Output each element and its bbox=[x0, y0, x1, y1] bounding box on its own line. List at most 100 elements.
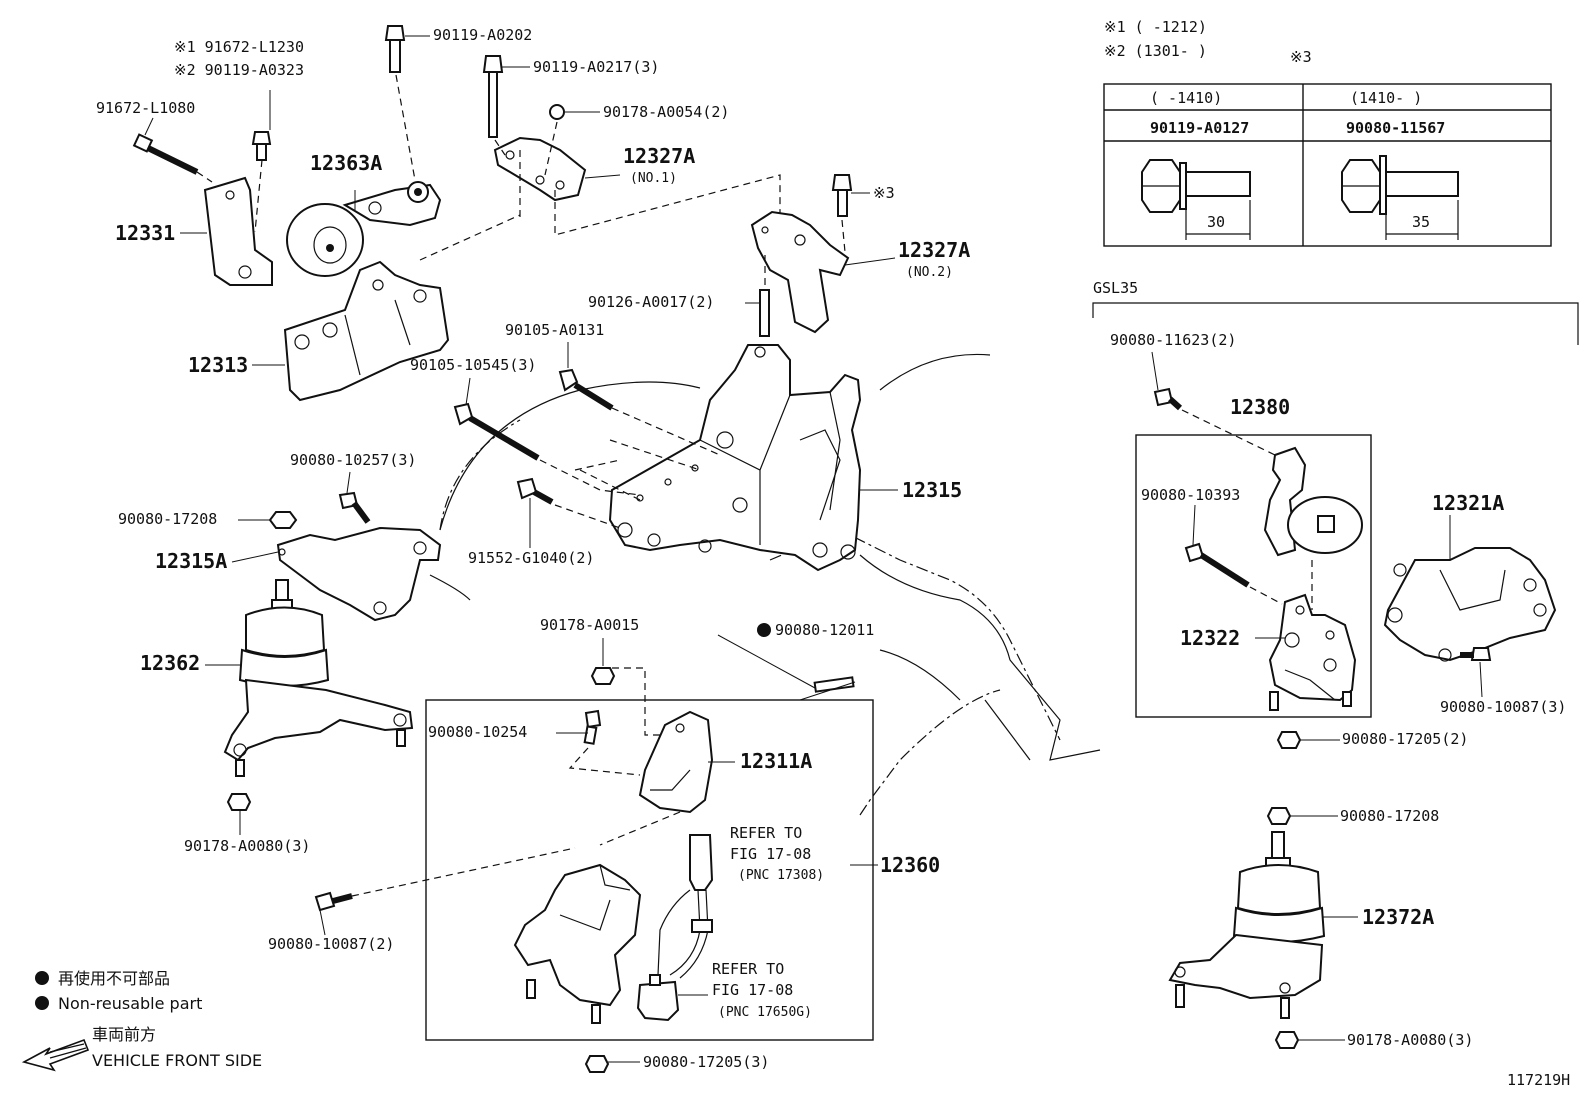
legend-dot-1 bbox=[35, 971, 49, 985]
bolt-90119-A0202 bbox=[384, 25, 416, 181]
label-refer1-c: (PNC 17308) bbox=[738, 868, 824, 883]
label-90178-A0080-right: 90178-A0080(3) bbox=[1347, 1031, 1473, 1049]
label-90080-10257: 90080-10257(3) bbox=[290, 451, 416, 469]
label-12362: 12362 bbox=[140, 651, 200, 675]
label-91672-L1080: 91672-L1080 bbox=[96, 99, 195, 117]
legend-nonreusable-jp: 再使用不可部品 bbox=[58, 969, 170, 988]
bolt-91552-G1040 bbox=[516, 459, 621, 529]
label-90080-10087-right: 90080-10087(3) bbox=[1440, 698, 1566, 716]
nut-90178-A0080-left bbox=[226, 793, 252, 811]
label-90178-A0015: 90178-A0015 bbox=[540, 616, 639, 634]
nut-90080-17208-left bbox=[268, 511, 298, 529]
bolt-90119-A0323 bbox=[251, 131, 272, 233]
legend-front-jp: 車両前方 bbox=[92, 1025, 156, 1044]
legend: 再使用不可部品 Non-reusable part 車両前方 VEHICLE F… bbox=[21, 969, 262, 1072]
table-col1-range: ( -1410) bbox=[1150, 89, 1222, 107]
label-90105-A0131: 90105-A0131 bbox=[505, 321, 604, 339]
stud-90126-A0017 bbox=[759, 255, 770, 337]
label-12372A: 12372A bbox=[1362, 905, 1434, 929]
bolt-90080-10254 bbox=[568, 709, 641, 776]
label-12315A: 12315A bbox=[155, 549, 227, 573]
label-12322: 12322 bbox=[1180, 626, 1240, 650]
gsl-bracket bbox=[1092, 302, 1579, 345]
part-12313 bbox=[283, 260, 450, 402]
part-12327A-no1 bbox=[493, 136, 587, 202]
nonreusable-dot-12011 bbox=[757, 623, 771, 637]
label-refer2-b: FIG 17-08 bbox=[712, 981, 793, 999]
note-2: ※2 (1301- ) bbox=[1104, 42, 1207, 60]
label-90080-17205-right: 90080-17205(2) bbox=[1342, 730, 1468, 748]
nut-90080-17208-right bbox=[1266, 807, 1292, 825]
nut-90080-17205-right bbox=[1276, 731, 1302, 749]
bolt-90080-10393 bbox=[1184, 542, 1313, 610]
diagram-code: 117219H bbox=[1507, 1071, 1570, 1089]
table-col1-len: 30 bbox=[1207, 213, 1225, 231]
legend-nonreusable-en: Non-reusable part bbox=[58, 994, 202, 1013]
stud-90080-12011 bbox=[717, 634, 856, 701]
label-90178-A0054: 90178-A0054(2) bbox=[603, 103, 729, 121]
bolt-90080-10087-left bbox=[314, 847, 576, 912]
part-12327A-no2 bbox=[750, 210, 850, 334]
engine-outline bbox=[429, 353, 1101, 816]
label-12311A: 12311A bbox=[740, 749, 812, 773]
label-refer2-c: (PNC 17650G) bbox=[718, 1005, 812, 1020]
label-90126-A0017: 90126-A0017(2) bbox=[588, 293, 714, 311]
part-12322 bbox=[1268, 593, 1357, 711]
bolt-90105-10545 bbox=[453, 402, 701, 501]
part-12331 bbox=[203, 176, 273, 286]
label-90119-A0202: 90119-A0202 bbox=[433, 26, 532, 44]
bolt-35-icon: 35 bbox=[1341, 155, 1459, 240]
leader-lines bbox=[144, 35, 1483, 1063]
label-12327A-no1: 12327A bbox=[623, 144, 695, 168]
note-block: ※1 ( -1212) ※2 (1301- ) ※3 bbox=[1104, 18, 1312, 66]
table-col2-len: 35 bbox=[1412, 213, 1430, 231]
label-90080-12011: 90080-12011 bbox=[775, 621, 874, 639]
part-12315A bbox=[276, 526, 442, 622]
label-12315: 12315 bbox=[902, 478, 962, 502]
bolt-30-icon: 30 bbox=[1141, 159, 1251, 240]
label-90080-11623: 90080-11623(2) bbox=[1110, 331, 1236, 349]
label-refer1-b: FIG 17-08 bbox=[730, 845, 811, 863]
legend-front-en: VEHICLE FRONT SIDE bbox=[92, 1051, 262, 1070]
part-12321A bbox=[1383, 547, 1557, 662]
box-12360 bbox=[425, 699, 874, 1041]
table-col1-part: 90119-A0127 bbox=[1150, 119, 1249, 137]
label-no1: (NO.1) bbox=[630, 171, 677, 186]
label-12363A: 12363A bbox=[310, 151, 382, 175]
dash-12313-12327A bbox=[419, 214, 521, 261]
table-col2-part: 90080-11567 bbox=[1346, 119, 1445, 137]
legend-dot-2 bbox=[35, 996, 49, 1010]
table-col2-range: (1410- ) bbox=[1350, 89, 1422, 107]
part-12360-mount bbox=[513, 863, 642, 1024]
bolt-variant-table: ( -1410) (1410- ) 90119-A0127 90080-1156… bbox=[1103, 83, 1552, 247]
label-12360: 12360 bbox=[880, 853, 940, 877]
label-90080-10087-left: 90080-10087(2) bbox=[268, 935, 394, 953]
label-90119-A0323: ※2 90119-A0323 bbox=[174, 61, 304, 79]
part-labels: ※1 91672-L1230 ※2 90119-A0323 91672-L108… bbox=[96, 26, 1566, 1071]
nut-90178-A0054 bbox=[544, 104, 565, 176]
bolt-90119-A0217 bbox=[482, 55, 506, 156]
label-no2: (NO.2) bbox=[906, 265, 953, 280]
bolt-90105-A0131 bbox=[558, 368, 721, 456]
label-12321A: 12321A bbox=[1432, 491, 1504, 515]
bolt-91672-L1080 bbox=[132, 133, 213, 183]
label-90178-A0080-left: 90178-A0080(3) bbox=[184, 837, 310, 855]
part-hose-vsv bbox=[636, 834, 714, 1022]
dash-12327A-1 bbox=[519, 150, 781, 236]
part-12315 bbox=[608, 344, 862, 572]
part-12363A bbox=[286, 181, 442, 277]
label-x3: ※3 bbox=[873, 184, 895, 202]
label-12331: 12331 bbox=[115, 221, 175, 245]
label-12380: 12380 bbox=[1230, 395, 1290, 419]
label-90105-10545: 90105-10545(3) bbox=[410, 356, 536, 374]
label-91672-L1230: ※1 91672-L1230 bbox=[174, 38, 304, 56]
part-12380 bbox=[1263, 446, 1363, 557]
gsl-label: GSL35 bbox=[1093, 279, 1138, 297]
label-90119-A0217: 90119-A0217(3) bbox=[533, 58, 659, 76]
label-90080-10254: 90080-10254 bbox=[428, 723, 527, 741]
bolt-90080-10257 bbox=[338, 491, 371, 524]
box-12380 bbox=[1135, 434, 1372, 718]
label-91552-G1040: 91552-G1040(2) bbox=[468, 549, 594, 567]
label-90080-10393: 90080-10393 bbox=[1141, 486, 1240, 504]
